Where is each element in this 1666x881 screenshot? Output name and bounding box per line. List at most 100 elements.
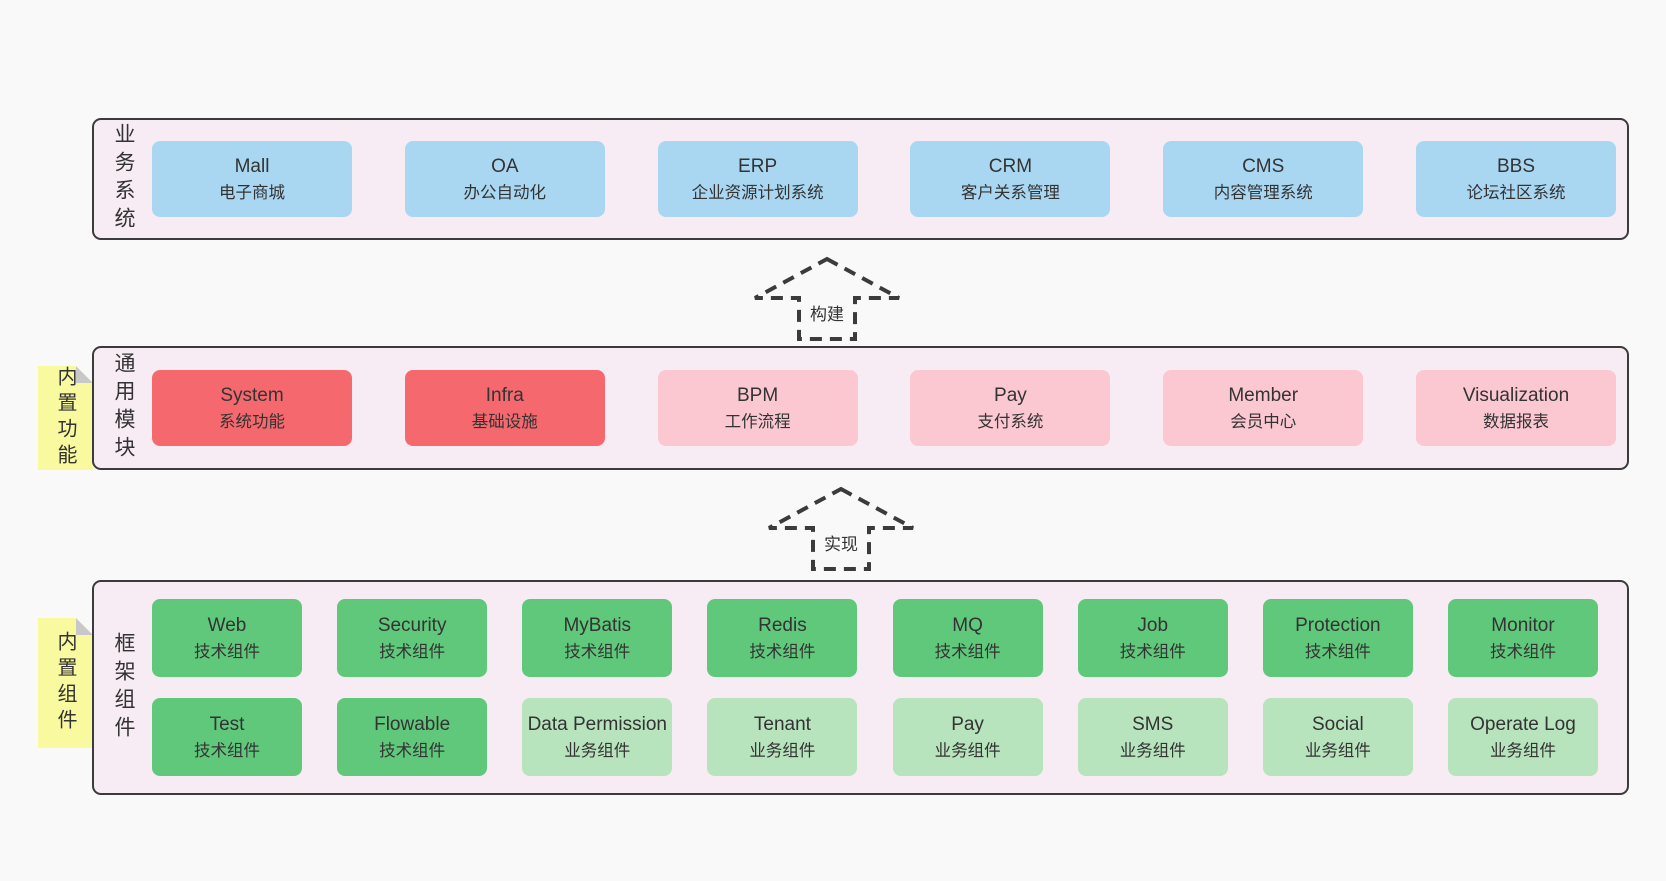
box-subtitle: 技术组件 — [564, 643, 631, 662]
box-subtitle: 工作流程 — [724, 413, 791, 432]
box-title: Data Permission — [527, 713, 667, 735]
build-arrow-label: 构建 — [810, 305, 844, 324]
box-subtitle: 论坛社区系统 — [1466, 184, 1566, 203]
components-row-1: Web 技术组件 Security 技术组件 MyBatis 技术组件 Redi… — [152, 599, 1598, 677]
box-subtitle: 数据报表 — [1482, 413, 1549, 432]
box-title: Member — [1228, 384, 1299, 406]
modules-boxes-area: System 系统功能 Infra 基础设施 BPM 工作流程 Pay 支付系统… — [152, 348, 1627, 468]
business-box-crm: CRM 客户关系管理 — [910, 141, 1111, 217]
box-title: ERP — [738, 155, 778, 177]
box-subtitle: 技术组件 — [194, 643, 260, 662]
business-box-bbs: BBS 论坛社区系统 — [1415, 141, 1616, 217]
box-subtitle: 技术组件 — [1304, 643, 1371, 662]
box-title: Visualization — [1462, 384, 1570, 406]
component-box-test: Test 技术组件 — [152, 698, 302, 776]
box-subtitle: 会员中心 — [1230, 413, 1297, 432]
component-box-web: Web 技术组件 — [152, 599, 302, 677]
box-subtitle: 企业资源计划系统 — [691, 184, 824, 203]
box-subtitle: 业务组件 — [934, 742, 1001, 761]
box-subtitle: 技术组件 — [379, 742, 446, 761]
framework-components-band: 框架组件 Web 技术组件 Security 技术组件 MyBatis 技术组件… — [92, 580, 1629, 795]
box-subtitle: 技术组件 — [934, 643, 1001, 662]
box-title: CMS — [1242, 155, 1285, 177]
built-in-components-sticky: 内置组件 — [38, 618, 93, 748]
box-title: Pay — [994, 384, 1027, 406]
modules-band-label: 通用模块 — [94, 348, 152, 468]
box-subtitle: 系统功能 — [219, 413, 285, 432]
box-subtitle: 技术组件 — [379, 643, 446, 662]
box-subtitle: 支付系统 — [977, 413, 1044, 432]
box-subtitle: 内容管理系统 — [1213, 184, 1313, 203]
box-subtitle: 技术组件 — [194, 742, 260, 761]
components-band-label: 框架组件 — [94, 582, 152, 793]
box-title: Pay — [951, 713, 984, 735]
box-title: Security — [377, 614, 447, 636]
box-subtitle: 电子商城 — [219, 184, 285, 203]
component-box-monitor: Monitor 技术组件 — [1447, 599, 1598, 677]
box-subtitle: 技术组件 — [1119, 643, 1186, 662]
box-title: CRM — [988, 155, 1033, 177]
box-title: BBS — [1496, 155, 1535, 177]
box-title: Web — [207, 614, 247, 636]
box-subtitle: 业务组件 — [749, 742, 816, 761]
box-title: Infra — [485, 384, 524, 406]
box-title: Monitor — [1491, 614, 1555, 636]
box-subtitle: 业务组件 — [1119, 742, 1186, 761]
component-box-sms: SMS 业务组件 — [1077, 698, 1228, 776]
component-box-tenant: Tenant 业务组件 — [707, 698, 858, 776]
box-subtitle: 业务组件 — [564, 742, 631, 761]
module-box-infra: Infra 基础设施 — [404, 370, 605, 446]
component-box-job: Job 技术组件 — [1077, 599, 1228, 677]
module-box-visualization: Visualization 数据报表 — [1415, 370, 1616, 446]
component-box-redis: Redis 技术组件 — [707, 599, 858, 677]
module-box-bpm: BPM 工作流程 — [657, 370, 858, 446]
business-box-oa: OA 办公自动化 — [404, 141, 605, 217]
component-box-social: Social 业务组件 — [1262, 698, 1413, 776]
up-arrow-icon — [754, 256, 900, 341]
sticky-label-text: 内置功能 — [54, 366, 76, 470]
sticky-label-text: 内置组件 — [54, 631, 76, 735]
business-box-erp: ERP 企业资源计划系统 — [657, 141, 858, 217]
box-subtitle: 业务组件 — [1489, 742, 1556, 761]
component-box-mybatis: MyBatis 技术组件 — [522, 599, 673, 677]
up-arrow-icon — [768, 486, 914, 571]
box-title: Protection — [1295, 614, 1381, 636]
business-boxes-area: Mall 电子商城 OA 办公自动化 ERP 企业资源计划系统 CRM 客户关系… — [152, 120, 1627, 238]
box-subtitle: 基础设施 — [471, 413, 538, 432]
business-box-mall: Mall 电子商城 — [152, 141, 352, 217]
business-band-label: 业务系统 — [94, 120, 152, 238]
box-title: BPM — [737, 384, 779, 406]
band-label-text: 通用模块 — [112, 352, 135, 464]
component-box-operate-log: Operate Log 业务组件 — [1447, 698, 1598, 776]
module-box-pay: Pay 支付系统 — [910, 370, 1111, 446]
box-subtitle: 技术组件 — [1489, 643, 1556, 662]
implement-arrow-label: 实现 — [824, 535, 858, 554]
implement-arrow: 实现 — [766, 486, 916, 572]
components-rows-area: Web 技术组件 Security 技术组件 MyBatis 技术组件 Redi… — [152, 582, 1627, 793]
build-arrow: 构建 — [752, 256, 902, 342]
component-box-data-permission: Data Permission 业务组件 — [522, 698, 673, 776]
box-title: SMS — [1132, 713, 1174, 735]
box-title: Redis — [758, 614, 807, 636]
component-box-mq: MQ 技术组件 — [892, 599, 1043, 677]
common-modules-band: 通用模块 System 系统功能 Infra 基础设施 BPM 工作流程 Pay… — [92, 346, 1629, 470]
component-box-protection: Protection 技术组件 — [1262, 599, 1413, 677]
components-row-2: Test 技术组件 Flowable 技术组件 Data Permission … — [152, 698, 1598, 776]
business-systems-band: 业务系统 Mall 电子商城 OA 办公自动化 ERP 企业资源计划系统 CRM… — [92, 118, 1629, 240]
box-title: Operate Log — [1470, 713, 1576, 735]
box-title: Flowable — [374, 713, 451, 735]
box-title: Social — [1311, 713, 1364, 735]
module-box-system: System 系统功能 — [152, 370, 352, 446]
box-subtitle: 技术组件 — [749, 643, 816, 662]
built-in-functions-sticky: 内置功能 — [38, 366, 93, 470]
box-title: Job — [1137, 614, 1169, 636]
box-title: OA — [491, 155, 519, 177]
box-subtitle: 业务组件 — [1304, 742, 1371, 761]
box-title: System — [220, 384, 284, 406]
box-title: MyBatis — [563, 614, 632, 636]
module-box-member: Member 会员中心 — [1163, 370, 1364, 446]
component-box-pay: Pay 业务组件 — [892, 698, 1043, 776]
band-label-text: 业务系统 — [112, 123, 135, 235]
box-title: MQ — [952, 614, 983, 636]
box-title: Test — [209, 713, 245, 735]
